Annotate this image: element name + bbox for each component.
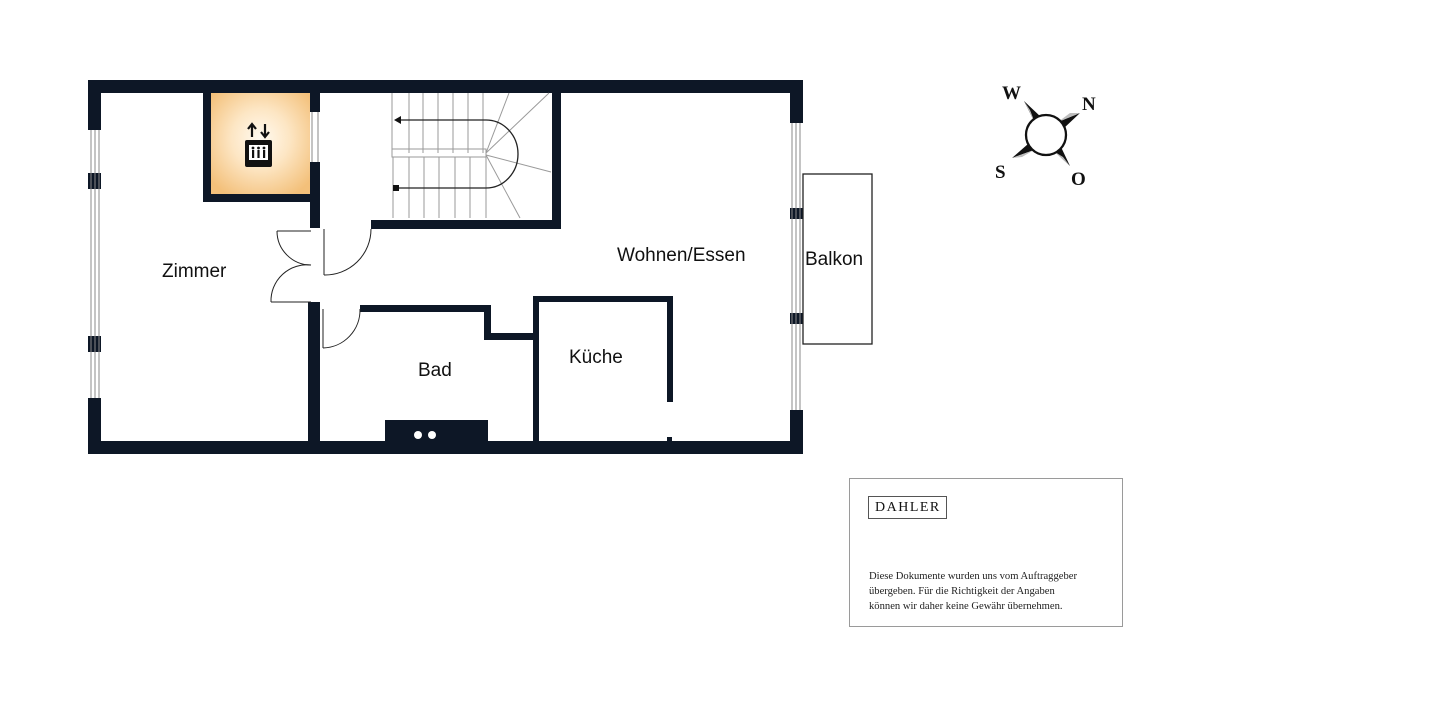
disclaimer-line: Diese Dokumente wurden uns vom Auftragge… [869, 571, 1077, 582]
room-label-wohnen-essen: Wohnen/Essen [617, 245, 746, 266]
compass-north: N [1082, 94, 1096, 115]
disclaimer-line: können wir daher keine Gewähr übernehmen… [869, 601, 1063, 612]
room-label-bad: Bad [418, 360, 452, 381]
brand-logo: DAHLER [868, 496, 947, 519]
elevator-icon [245, 122, 272, 167]
disclaimer-line: übergeben. Für die Richtigkeit der Angab… [869, 586, 1055, 597]
disclaimer: Diese Dokumente wurden uns vom Auftragge… [869, 569, 1114, 614]
info-box: DAHLER Diese Dokumente wurden uns vom Au… [849, 478, 1123, 627]
compass-south: S [995, 162, 1006, 183]
compass-icon: W N S O [995, 83, 1096, 190]
right-windows [791, 123, 801, 410]
left-windows [90, 130, 100, 398]
room-label-balkon: Balkon [805, 249, 863, 270]
outer-walls [88, 80, 803, 454]
doors [270, 228, 372, 349]
vent-dot [428, 431, 436, 439]
room-label-zimmer: Zimmer [162, 261, 227, 282]
compass-east: O [1071, 169, 1086, 190]
room-label-kueche: Küche [569, 347, 623, 368]
compass-west: W [1002, 83, 1021, 104]
vent-dot [414, 431, 422, 439]
interior-walls [203, 88, 673, 452]
staircase [391, 92, 552, 219]
elevator-opening [311, 112, 319, 162]
balkon-outline [802, 173, 873, 345]
